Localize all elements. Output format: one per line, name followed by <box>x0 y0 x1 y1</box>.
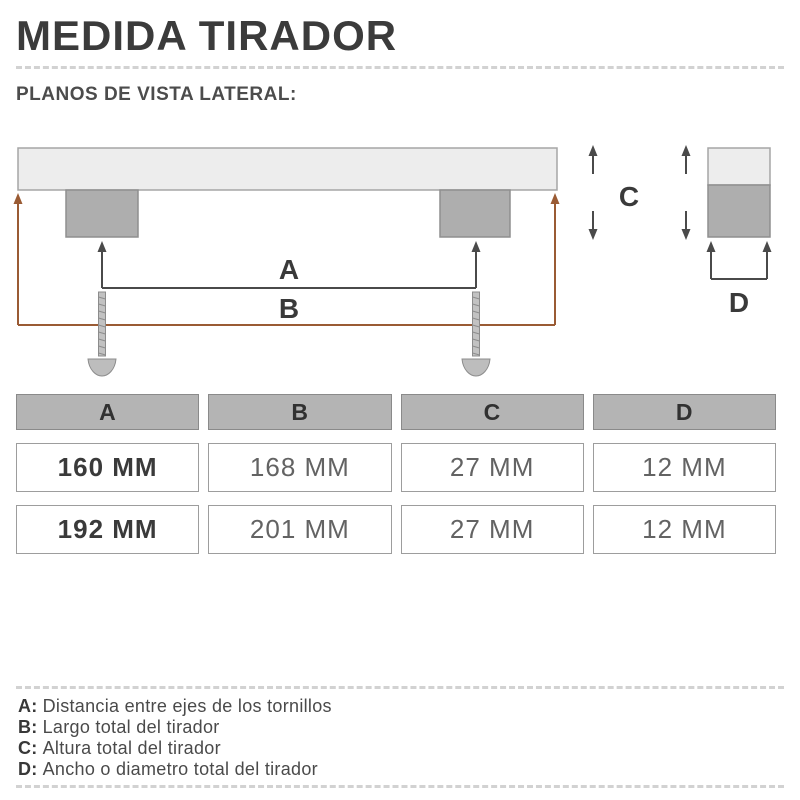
dimension-a: A <box>97 241 481 289</box>
end-view-bottom <box>707 184 771 238</box>
dimension-table: A B C D 160 MM 168 MM 27 MM 12 MM 192 MM… <box>16 394 776 554</box>
handle-side-view <box>17 147 558 238</box>
screw-left <box>87 291 117 377</box>
page-title: MEDIDA TIRADOR <box>16 12 398 59</box>
legend: A:Distancia entre ejes de los tornillos … <box>16 686 784 788</box>
table-cell-a2: 192 MM <box>16 505 200 554</box>
dim-b-arrow-left <box>13 193 23 204</box>
legend-key: C: <box>18 738 38 758</box>
legend-item-d: D:Ancho o diametro total del tirador <box>18 759 784 780</box>
dim-a-arrow-left <box>97 241 107 252</box>
subtitle: PLANOS DE VISTA LATERAL: <box>16 84 297 105</box>
screw-shaft <box>98 291 106 357</box>
dim-b-arrow-right <box>550 193 560 204</box>
dim-c-arrow-up <box>588 145 598 156</box>
dimension-c: C <box>588 145 691 240</box>
dim-d-arrow-left <box>706 241 716 252</box>
legend-item-c: C:Altura total del tirador <box>18 738 784 759</box>
table-cell-b2: 201 MM <box>208 505 392 554</box>
legend-text: Largo total del tirador <box>42 717 220 737</box>
handle-bar <box>17 147 558 191</box>
dimension-d: D <box>706 241 772 318</box>
handle-end-view <box>707 147 771 238</box>
dim-c-arrow-down <box>588 229 598 240</box>
dim-d-arrow-right <box>762 241 772 252</box>
table-header-b: B <box>208 394 392 430</box>
legend-items: A:Distancia entre ejes de los tornillos … <box>16 689 784 785</box>
table-header-c: C <box>400 394 584 430</box>
legend-item-b: B:Largo total del tirador <box>18 717 784 738</box>
legend-key: B: <box>18 717 38 737</box>
legend-text: Distancia entre ejes de los tornillos <box>42 696 332 716</box>
table-header-a: A <box>16 394 200 430</box>
legend-text: Ancho o diametro total del tirador <box>42 759 318 779</box>
legend-divider-top <box>16 686 784 689</box>
handle-post-right <box>439 189 511 238</box>
screw-right <box>461 291 491 377</box>
dim-label-c: C <box>619 181 639 212</box>
dimension-b: B <box>13 193 560 326</box>
table-cell-d1: 12 MM <box>592 443 776 492</box>
end-view-top <box>707 147 771 186</box>
legend-item-a: A:Distancia entre ejes de los tornillos <box>18 696 784 717</box>
lateral-view-diagram: C A B D <box>13 145 772 377</box>
title-divider <box>16 66 784 69</box>
dim-label-a: A <box>279 254 299 285</box>
legend-key: A: <box>18 696 38 716</box>
screw-head <box>461 358 491 377</box>
screw-head <box>87 358 117 377</box>
table-cell-a1: 160 MM <box>16 443 200 492</box>
screw-shaft <box>472 291 480 357</box>
dim-c-arrow-down <box>681 229 691 240</box>
legend-text: Altura total del tirador <box>42 738 221 758</box>
table-cell-c2: 27 MM <box>400 505 584 554</box>
table-cell-b1: 168 MM <box>208 443 392 492</box>
screw-threads <box>98 296 106 356</box>
dim-a-arrow-right <box>471 241 481 252</box>
legend-divider-bottom <box>16 785 784 788</box>
dim-c-arrow-up <box>681 145 691 156</box>
handle-post-left <box>65 189 139 238</box>
table-cell-d2: 12 MM <box>592 505 776 554</box>
dim-label-d: D <box>729 287 749 318</box>
legend-key: D: <box>18 759 38 779</box>
dim-label-b: B <box>279 293 299 324</box>
table-header-d: D <box>592 394 776 430</box>
table-cell-c1: 27 MM <box>400 443 584 492</box>
screw-threads <box>472 296 480 356</box>
